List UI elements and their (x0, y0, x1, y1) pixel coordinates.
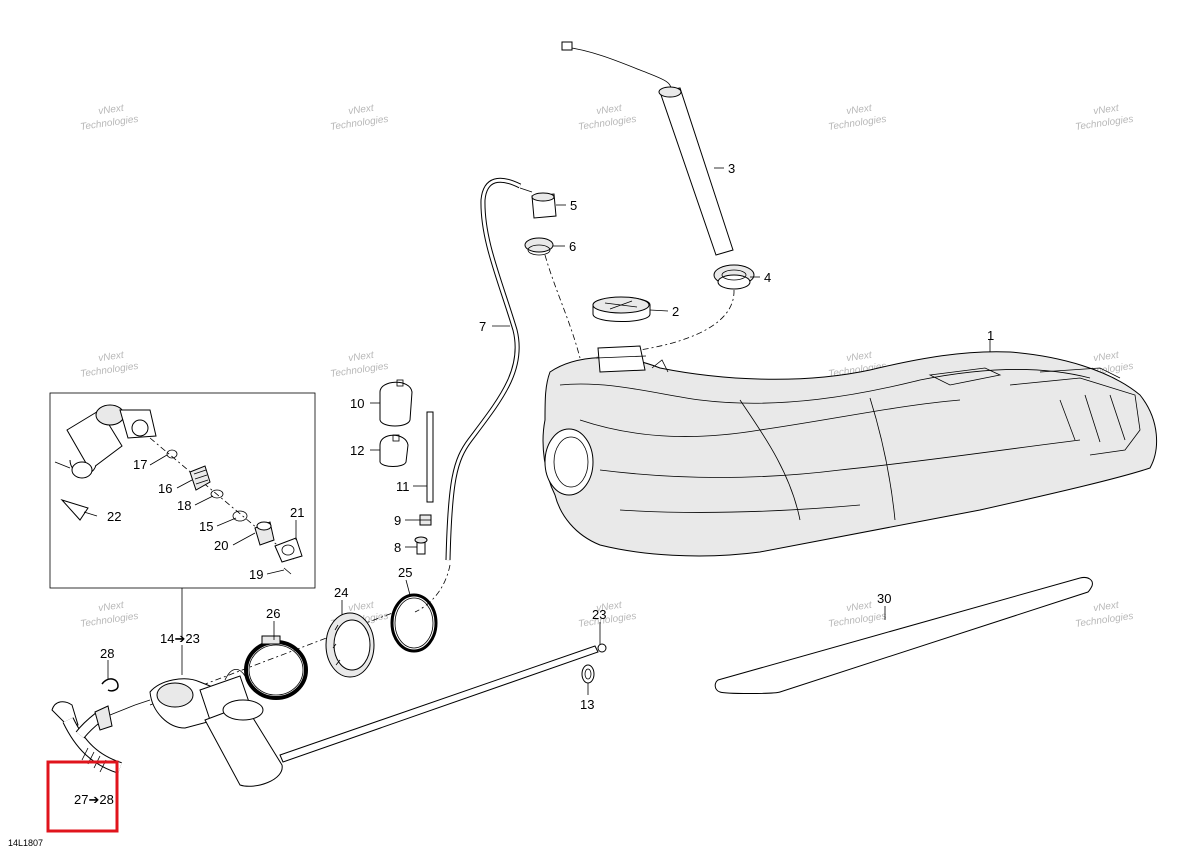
callout-7: 7 (479, 319, 486, 334)
vent-valve[interactable] (519, 187, 557, 219)
fuel-level-sender[interactable] (561, 41, 734, 256)
watermark-text: Technologies (80, 114, 140, 133)
callout-30: 30 (877, 591, 891, 606)
callout-26: 26 (266, 606, 280, 621)
watermark-text: vNext (348, 103, 376, 118)
fuel-pump-module[interactable] (134, 668, 283, 787)
clip-9[interactable] (419, 514, 432, 526)
watermark-text: vNext (98, 103, 126, 118)
watermark-text: vNext (1093, 103, 1121, 118)
watermark-text: vNext (596, 103, 624, 118)
pad-10[interactable] (379, 379, 413, 427)
screw-19[interactable] (283, 567, 292, 575)
assembly-line (639, 289, 735, 351)
fuel-filter-assembly[interactable] (54, 404, 157, 521)
watermark-text: Technologies (1075, 114, 1135, 133)
callout-1: 1 (987, 328, 994, 343)
callout-8: 8 (394, 540, 401, 555)
fuel-pickup-rod[interactable] (279, 643, 607, 763)
callout-3: 3 (728, 161, 735, 176)
callout-11: 11 (396, 479, 410, 494)
callout-14-23: 14➔23 (160, 631, 200, 646)
watermark-text: Technologies (1075, 611, 1135, 630)
callout-17: 17 (133, 457, 147, 472)
callout-16: 16 (158, 481, 172, 496)
grommet-4[interactable] (713, 264, 755, 290)
drawing-code: 14L1807 (8, 838, 43, 848)
o-ring-18[interactable] (210, 489, 224, 499)
fuel-tank[interactable] (542, 345, 1158, 557)
fuel-cap[interactable] (592, 296, 651, 322)
locking-ring-24[interactable] (325, 612, 375, 678)
assembly-line (544, 254, 581, 359)
rod-11[interactable] (426, 411, 434, 503)
callout-10: 10 (350, 396, 364, 411)
watermark-text: vNext (846, 103, 874, 118)
watermark-text: vNext (98, 600, 126, 615)
watermark-text: Technologies (828, 611, 888, 630)
assembly-line (414, 564, 451, 613)
callout-13: 13 (580, 697, 594, 712)
watermark-text: Technologies (330, 114, 390, 133)
connector-20[interactable] (254, 521, 275, 546)
highlight-box (46, 760, 119, 833)
callout-6: 6 (569, 239, 576, 254)
callout-19: 19 (249, 567, 263, 582)
detail-frame (49, 392, 316, 589)
watermark-text: Technologies (80, 361, 140, 380)
watermark-text: vNext (348, 600, 376, 615)
watermark-text: Technologies (578, 114, 638, 133)
callout-21: 21 (290, 505, 304, 520)
callout-22: 22 (107, 509, 121, 524)
callout-18: 18 (177, 498, 191, 513)
grommet-13[interactable] (581, 664, 595, 684)
watermark-text: Technologies (578, 611, 638, 630)
filter-16[interactable] (189, 465, 211, 491)
fuel-hose-assembly[interactable] (51, 701, 136, 774)
o-ring-17[interactable] (166, 449, 178, 459)
watermark-text: vNext (348, 350, 376, 365)
bracket-21[interactable] (274, 537, 303, 563)
callout-4: 4 (764, 270, 771, 285)
clip-28[interactable] (101, 678, 119, 692)
callout-labels: 1 2 3 4 5 6 7 10 12 11 9 8 25 24 26 23 1… (8, 161, 994, 848)
protector-pad-30[interactable] (714, 577, 1093, 694)
callout-25: 25 (398, 565, 412, 580)
callout-9: 9 (394, 513, 401, 528)
watermark-text: vNext (1093, 600, 1121, 615)
leader-lines (83, 167, 991, 695)
callout-27-28: 27➔28 (74, 792, 114, 807)
callout-20: 20 (214, 538, 228, 553)
screw-8[interactable] (414, 536, 428, 555)
watermark-text: Technologies (80, 611, 140, 630)
pad-12[interactable] (379, 434, 409, 467)
watermark-text: Technologies (828, 114, 888, 133)
watermark-text: vNext (98, 350, 126, 365)
callout-12: 12 (350, 443, 364, 458)
watermark-text: vNext (1093, 350, 1121, 365)
watermark-text: Technologies (330, 361, 390, 380)
callout-28: 28 (100, 646, 114, 661)
callout-5: 5 (570, 198, 577, 213)
clamp-ring-26[interactable] (244, 635, 308, 700)
callout-24: 24 (334, 585, 348, 600)
vent-hose[interactable] (445, 177, 522, 561)
o-ring-15[interactable] (232, 510, 248, 522)
gasket-25[interactable] (390, 593, 438, 653)
watermark-text: vNext (596, 600, 624, 615)
callout-2: 2 (672, 304, 679, 319)
watermark-text: vNext (846, 350, 874, 365)
callout-15: 15 (199, 519, 213, 534)
watermark-text: vNext (846, 600, 874, 615)
grommet-6[interactable] (524, 237, 554, 256)
callout-23: 23 (592, 607, 606, 622)
